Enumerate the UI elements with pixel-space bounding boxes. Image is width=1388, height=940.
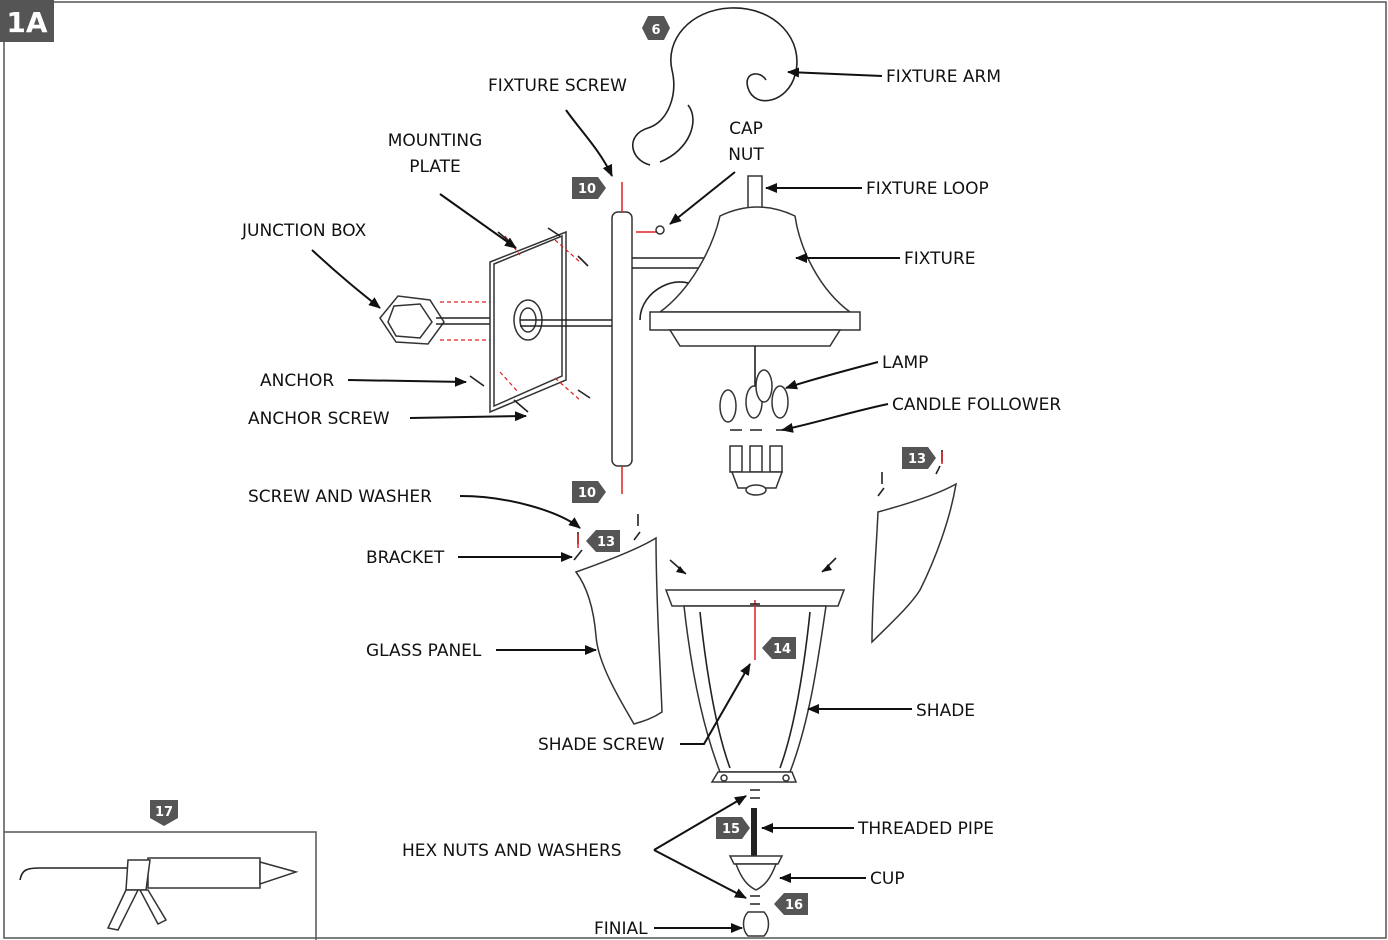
svg-text:13: 13: [908, 452, 926, 467]
glass-panel-left-part: [574, 536, 663, 725]
fixture-part: [649, 175, 861, 400]
step-badge-14: 14: [762, 637, 796, 659]
pipe-cup-finial-parts: [728, 789, 784, 937]
step-badge-13-right: 13: [902, 447, 936, 469]
label-hex-nuts-and-washers: HEX NUTS AND WASHERS: [402, 841, 622, 861]
svg-text:10: 10: [578, 486, 596, 501]
label-finial: FINIAL: [594, 919, 648, 939]
label-fixture-arm: FIXTURE ARM: [886, 67, 1001, 87]
svg-text:17: 17: [155, 805, 173, 820]
label-junction-box: JUNCTION BOX: [241, 221, 367, 241]
step-badge-15: 15: [716, 817, 750, 839]
label-threaded-pipe: THREADED PIPE: [857, 819, 994, 839]
glass-panel-right-part: [871, 482, 957, 644]
svg-text:16: 16: [785, 898, 803, 913]
shade-part: [664, 589, 846, 783]
figure-id-tab: 1A: [0, 0, 54, 42]
label-lamp: LAMP: [882, 353, 928, 373]
figure-id: 1A: [6, 6, 47, 39]
label-mounting-plate-1: MOUNTING: [388, 131, 483, 151]
step-badge-10-bottom: 10: [572, 481, 606, 503]
fixture-arm-part: [631, 7, 798, 166]
svg-text:15: 15: [722, 822, 740, 837]
callout-lines: [311, 67, 912, 933]
diagram-frame: [3, 1, 1387, 939]
step-badge-16: 16: [774, 893, 808, 915]
step-badge-17: 17: [150, 800, 178, 826]
step-badge-6: 6: [642, 16, 670, 40]
panel-brackets: [573, 450, 943, 575]
label-candle-follower: CANDLE FOLLOWER: [892, 395, 1061, 415]
label-cap-nut-2: NUT: [728, 145, 764, 165]
label-glass-panel: GLASS PANEL: [366, 641, 482, 661]
step-badge-13-left: 13: [586, 530, 620, 552]
label-shade: SHADE: [916, 701, 975, 721]
step-badge-10-top: 10: [572, 177, 606, 199]
svg-text:13: 13: [597, 535, 615, 550]
caulk-gun-inset: 17: [4, 800, 317, 940]
svg-text:14: 14: [773, 642, 791, 657]
svg-text:6: 6: [651, 23, 660, 38]
label-fixture: FIXTURE: [904, 249, 976, 269]
label-mounting-plate-2: PLATE: [409, 157, 461, 177]
label-anchor-screw: ANCHOR SCREW: [248, 409, 390, 429]
label-cup: CUP: [870, 869, 905, 889]
label-screw-and-washer: SCREW AND WASHER: [248, 487, 432, 507]
label-bracket: BRACKET: [366, 548, 445, 568]
label-cap-nut-1: CAP: [729, 119, 763, 139]
label-fixture-screw: FIXTURE SCREW: [488, 76, 627, 96]
wall-bracket-part: [520, 182, 712, 494]
label-fixture-loop: FIXTURE LOOP: [866, 179, 989, 199]
candle-cluster-part: [719, 369, 792, 496]
svg-text:10: 10: [578, 182, 596, 197]
label-shade-screw: SHADE SCREW: [538, 735, 665, 755]
label-anchor: ANCHOR: [260, 371, 334, 391]
